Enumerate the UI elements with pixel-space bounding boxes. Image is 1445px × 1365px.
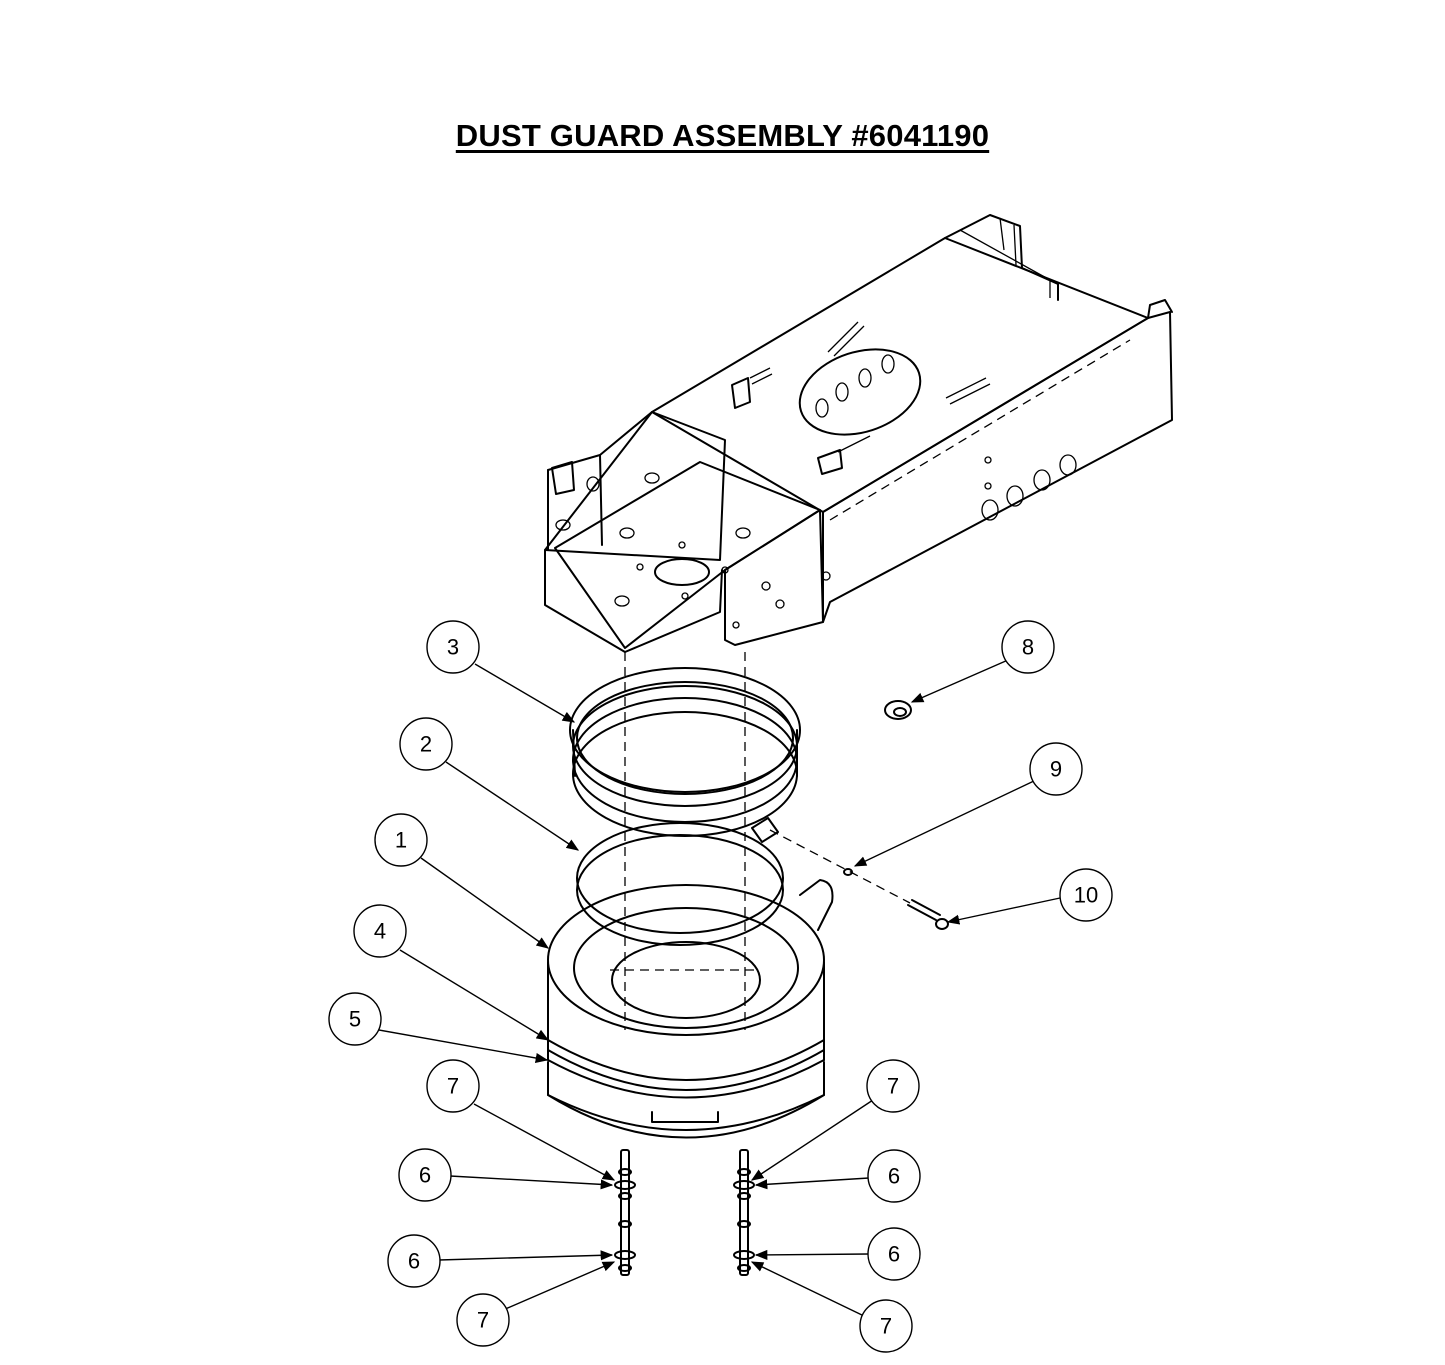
- svg-text:6: 6: [408, 1249, 420, 1274]
- callout-7-lower-left: 7: [456, 1293, 510, 1347]
- callout-1: 1: [374, 813, 428, 867]
- callout-leaders: [378, 659, 1061, 1317]
- part-10-bolt: [769, 829, 949, 930]
- svg-text:5: 5: [349, 1007, 361, 1032]
- callout-10: 10: [1059, 868, 1113, 922]
- part-9-washer: [843, 868, 853, 876]
- callout-3: 3: [426, 620, 480, 674]
- svg-text:10: 10: [1074, 883, 1098, 908]
- mounting-frame: [544, 214, 1173, 1030]
- part-4-5-lower-seal: [547, 1039, 825, 1139]
- callout-4: 4: [353, 904, 407, 958]
- svg-text:3: 3: [447, 635, 459, 660]
- svg-text:6: 6: [888, 1164, 900, 1189]
- svg-text:7: 7: [887, 1074, 899, 1099]
- callout-6-lower-left: 6: [387, 1234, 441, 1288]
- svg-text:7: 7: [880, 1314, 892, 1339]
- callout-6-lower-right: 6: [867, 1227, 921, 1281]
- callout-6-upper-left: 6: [398, 1148, 452, 1202]
- svg-text:4: 4: [374, 919, 386, 944]
- callout-2: 2: [399, 717, 453, 771]
- callout-6-upper-right: 6: [867, 1149, 921, 1203]
- part-1-dust-guard-body: [547, 879, 834, 1099]
- callout-5: 5: [328, 992, 382, 1046]
- svg-text:7: 7: [477, 1308, 489, 1333]
- bolt-stacks: [614, 1149, 755, 1276]
- callout-8: 8: [1001, 620, 1055, 674]
- svg-text:6: 6: [888, 1242, 900, 1267]
- svg-text:7: 7: [447, 1074, 459, 1099]
- callout-7-lower-right: 7: [859, 1299, 913, 1353]
- svg-text:6: 6: [419, 1163, 431, 1188]
- part-2-band-clamp: [576, 817, 784, 946]
- svg-text:8: 8: [1022, 635, 1034, 660]
- svg-text:9: 9: [1050, 757, 1062, 782]
- callout-7-upper-left: 7: [426, 1059, 480, 1113]
- svg-text:1: 1: [395, 828, 407, 853]
- callout-9: 9: [1029, 742, 1083, 796]
- part-3-seal-ring: [569, 667, 801, 837]
- svg-text:2: 2: [420, 732, 432, 757]
- page-title: DUST GUARD ASSEMBLY #6041190: [455, 118, 990, 153]
- callout-7-upper-right: 7: [866, 1059, 920, 1113]
- part-8-nut: [884, 700, 912, 720]
